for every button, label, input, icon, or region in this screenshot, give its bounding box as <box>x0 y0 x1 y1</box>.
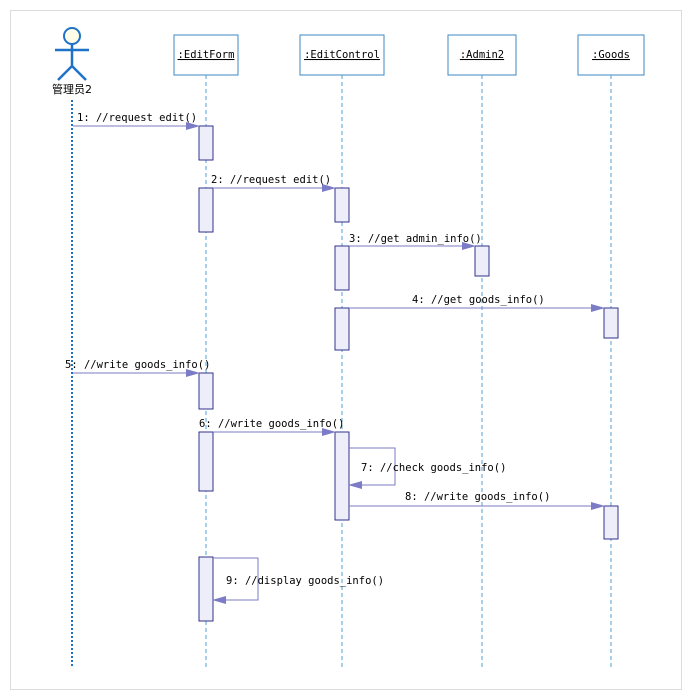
message-label: 4: //get goods_info() <box>412 294 545 306</box>
activation-bar <box>198 431 214 492</box>
message-label: 3: //get admin_info() <box>349 233 482 245</box>
message-label: 7: //check goods_info() <box>361 462 506 474</box>
message-arrow <box>212 557 259 604</box>
activation-bar <box>474 245 490 277</box>
activation-bar <box>198 556 214 622</box>
message-label: 1: //request edit() <box>77 112 197 124</box>
object-label: :EditForm <box>178 49 235 61</box>
object-box <box>577 34 645 76</box>
object-editcontrol[interactable]: :EditControl <box>299 34 385 76</box>
object-box <box>299 34 385 76</box>
activation-bar <box>198 187 214 233</box>
activations <box>198 125 619 622</box>
activation-bar <box>603 307 619 339</box>
actor-label: 管理员2 <box>52 82 92 96</box>
activation-bar <box>334 307 350 351</box>
activation-bar <box>198 372 214 410</box>
message-1[interactable]: 1: //request edit() <box>73 112 200 130</box>
object-admin2[interactable]: :Admin2 <box>447 34 517 76</box>
activation-bar <box>334 431 350 521</box>
message-4[interactable]: 4: //get goods_info() <box>349 294 605 312</box>
actor-left-leg <box>57 65 73 81</box>
message-7[interactable]: 7: //check goods_info() <box>348 447 506 489</box>
message-3[interactable]: 3: //get admin_info() <box>349 233 482 250</box>
object-label: :EditControl <box>304 49 380 61</box>
activation-bar <box>603 505 619 540</box>
object-label: :Admin2 <box>460 49 504 61</box>
message-arrow <box>348 447 396 489</box>
message-6[interactable]: 6: //write goods_info() <box>199 418 344 436</box>
actor-right-leg <box>71 65 87 81</box>
object-label: :Goods <box>592 49 630 61</box>
actor[interactable]: 管理员2 <box>52 27 92 96</box>
message-9[interactable]: 9: //display goods_info() <box>212 557 384 604</box>
message-label: 6: //write goods_info() <box>199 418 344 430</box>
message-2[interactable]: 2: //request edit() <box>211 174 336 192</box>
message-label: 8: //write goods_info() <box>405 491 550 503</box>
activation-bar <box>334 187 350 223</box>
message-label: 2: //request edit() <box>211 174 331 186</box>
object-box <box>447 34 517 76</box>
message-label: 5: //write goods_info() <box>65 359 210 371</box>
activation-bar <box>334 245 350 291</box>
activation-bar <box>198 125 214 161</box>
actor-head <box>63 27 81 45</box>
message-5[interactable]: 5: //write goods_info() <box>65 359 210 377</box>
message-8[interactable]: 8: //write goods_info() <box>349 491 605 510</box>
object-goods[interactable]: :Goods <box>577 34 645 76</box>
object-editform[interactable]: :EditForm <box>173 34 239 76</box>
message-label: 9: //display goods_info() <box>226 575 384 587</box>
